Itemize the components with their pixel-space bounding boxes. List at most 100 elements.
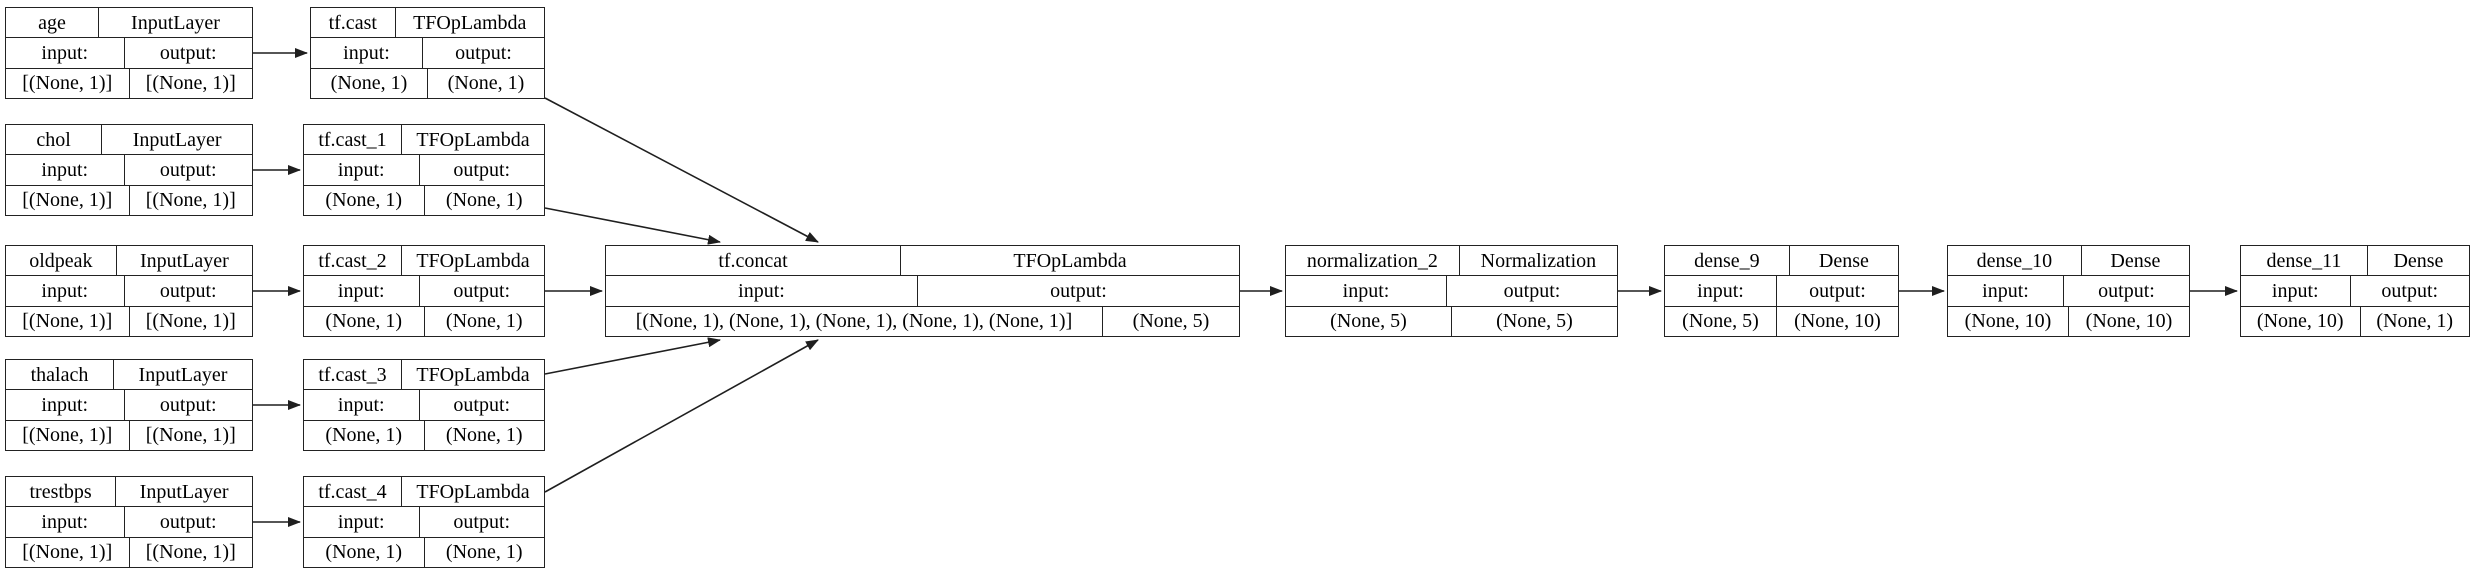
edge-tfcast-to-concat bbox=[544, 97, 819, 243]
output-label: output: bbox=[123, 38, 253, 68]
output-label: output: bbox=[418, 155, 545, 185]
edge-tfcast3-to-concat bbox=[544, 337, 721, 375]
input-shape: (None, 5) bbox=[1682, 310, 1759, 333]
layer-class: TFOpLambda bbox=[401, 360, 544, 390]
node-tfcast4-tfoplambda: tf.cast_4 TFOpLambda input: output: (None,… bbox=[303, 476, 545, 568]
layer-class: InputLayer bbox=[115, 246, 252, 276]
output-shape: (None, 10) bbox=[1776, 306, 1898, 336]
input-label: input: bbox=[2271, 279, 2319, 302]
output-shape: (None, 1) bbox=[427, 68, 544, 98]
input-shape: (None, 1) bbox=[325, 424, 403, 447]
output-label: output: bbox=[418, 276, 545, 306]
layer-class: InputLayer bbox=[97, 8, 252, 38]
output-label: output: bbox=[123, 507, 253, 537]
layer-class: TFOpLambda bbox=[401, 246, 544, 276]
output-label: output: bbox=[917, 276, 1239, 306]
layer-class: Dense bbox=[2366, 246, 2469, 276]
node-tfcast3-tfoplambda: tf.cast_3 TFOpLambda input: output: (None,… bbox=[303, 359, 545, 451]
output-shape: [(None, 1)] bbox=[128, 420, 253, 450]
input-shape: (None, 1) bbox=[330, 72, 408, 95]
input-shape: [(None, 1)] bbox=[22, 424, 113, 447]
layer-name: dense_11 bbox=[2266, 249, 2342, 272]
output-shape: (None, 1) bbox=[423, 420, 545, 450]
input-label: input: bbox=[41, 510, 89, 533]
layer-name: dense_10 bbox=[1976, 249, 2053, 272]
input-shape: (None, 1) bbox=[325, 541, 403, 564]
input-shape: [(None, 1)] bbox=[22, 72, 113, 95]
input-shape: [(None, 1), (None, 1), (None, 1), (None,… bbox=[635, 310, 1073, 333]
output-label: output: bbox=[123, 155, 253, 185]
input-label: input: bbox=[337, 393, 385, 416]
output-label: output: bbox=[418, 390, 545, 420]
input-label: input: bbox=[343, 41, 390, 64]
node-tfconcat-tfoplambda: tf.concat TFOpLambda input: output: [(None… bbox=[605, 245, 1240, 337]
output-label: output: bbox=[418, 507, 545, 537]
output-label: output: bbox=[2063, 276, 2189, 306]
layer-name: chol bbox=[36, 128, 71, 151]
input-label: input: bbox=[1342, 279, 1390, 302]
node-tfcast1-tfoplambda: tf.cast_1 TFOpLambda input: output: (None,… bbox=[303, 124, 545, 216]
output-shape: (None, 1) bbox=[423, 537, 545, 567]
layer-class: TFOpLambda bbox=[401, 477, 544, 507]
output-shape: [(None, 1)] bbox=[128, 537, 253, 567]
layer-name: tf.cast_3 bbox=[318, 363, 387, 386]
node-chol-inputlayer: chol InputLayer input: output: [(None, 1)]… bbox=[5, 124, 253, 216]
output-shape: (None, 1) bbox=[423, 185, 545, 215]
layer-name: dense_9 bbox=[1694, 249, 1760, 272]
input-label: input: bbox=[738, 279, 785, 302]
input-label: input: bbox=[337, 158, 385, 181]
output-label: output: bbox=[1446, 276, 1617, 306]
output-shape: [(None, 1)] bbox=[128, 68, 253, 98]
input-label: input: bbox=[41, 41, 89, 64]
node-age-inputlayer: age InputLayer input: output: [(None, 1)] [… bbox=[5, 7, 253, 99]
layer-class: TFOpLambda bbox=[394, 8, 545, 38]
output-label: output: bbox=[123, 276, 253, 306]
layer-name: tf.cast_4 bbox=[318, 480, 387, 503]
layer-class: InputLayer bbox=[101, 125, 252, 155]
output-shape: (None, 1) bbox=[423, 306, 545, 336]
layer-name: trestbps bbox=[29, 480, 92, 503]
input-shape: [(None, 1)] bbox=[22, 310, 113, 333]
input-label: input: bbox=[41, 158, 89, 181]
input-shape: (None, 5) bbox=[1330, 310, 1407, 333]
input-shape: [(None, 1)] bbox=[22, 189, 113, 212]
output-shape: [(None, 1)] bbox=[128, 185, 253, 215]
input-label: input: bbox=[41, 279, 89, 302]
output-shape: [(None, 1)] bbox=[128, 306, 253, 336]
input-label: input: bbox=[41, 393, 89, 416]
output-label: output: bbox=[2349, 276, 2470, 306]
output-label: output: bbox=[422, 38, 544, 68]
edge-tfcast4-to-concat bbox=[544, 339, 819, 493]
node-normalization2-normalization: normalization_2 Normalization input: outpu… bbox=[1285, 245, 1618, 337]
layer-class: TFOpLambda bbox=[401, 125, 544, 155]
output-shape: (None, 5) bbox=[1101, 306, 1239, 336]
layer-name: age bbox=[38, 11, 66, 34]
input-label: input: bbox=[1982, 279, 2029, 302]
input-label: input: bbox=[337, 279, 385, 302]
layer-name: tf.cast_1 bbox=[318, 128, 387, 151]
layer-class: Dense bbox=[2080, 246, 2189, 276]
output-label: output: bbox=[123, 390, 253, 420]
input-shape: [(None, 1)] bbox=[22, 541, 113, 564]
layer-name: tf.concat bbox=[718, 249, 788, 272]
layer-class: Normalization bbox=[1458, 246, 1617, 276]
output-shape: (None, 10) bbox=[2068, 306, 2189, 336]
layer-name: tf.cast bbox=[328, 11, 377, 34]
input-shape: (None, 1) bbox=[325, 310, 403, 333]
layer-class: InputLayer bbox=[115, 477, 252, 507]
input-shape: (None, 10) bbox=[2256, 310, 2344, 333]
output-shape: (None, 1) bbox=[2359, 306, 2470, 336]
edge-tfcast1-to-concat bbox=[544, 207, 721, 245]
layer-name: normalization_2 bbox=[1306, 249, 1438, 272]
input-label: input: bbox=[337, 510, 385, 533]
input-label: input: bbox=[1697, 279, 1744, 302]
node-tfcast-tfoplambda: tf.cast TFOpLambda input: output: (None, 1… bbox=[310, 7, 545, 99]
layer-class: TFOpLambda bbox=[900, 246, 1239, 276]
